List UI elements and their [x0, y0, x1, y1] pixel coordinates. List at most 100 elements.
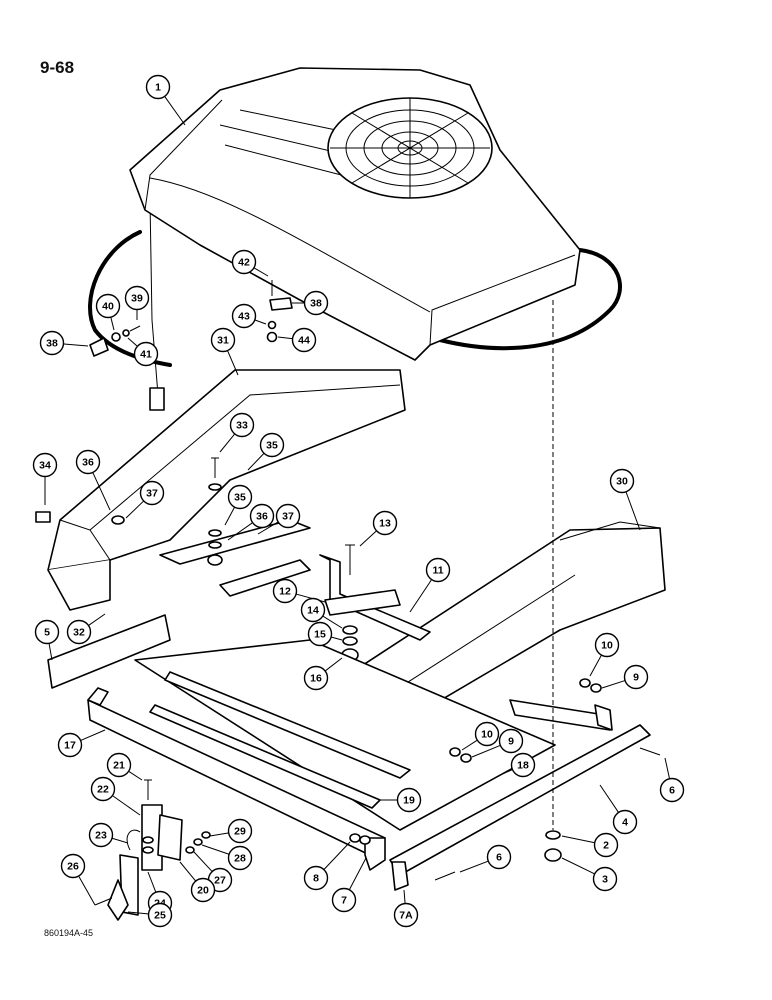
callout-label: 7 — [341, 895, 347, 907]
callout-label: 9 — [508, 736, 514, 748]
callout-label: 21 — [113, 760, 125, 772]
callout-7A: 7A — [393, 889, 419, 928]
leader-line — [112, 795, 141, 816]
nut-7 — [359, 835, 371, 845]
callout-circle — [95, 293, 121, 319]
callout-label: 12 — [279, 586, 291, 598]
callout-label: 4 — [622, 817, 628, 829]
callout-17: 17 — [57, 729, 106, 758]
nut-9b — [460, 753, 472, 763]
fan-guard — [327, 97, 493, 199]
callout-circle — [60, 853, 86, 879]
callout-label: 16 — [310, 673, 322, 685]
callout-label: 29 — [234, 826, 246, 838]
callout-21: 21 — [106, 752, 143, 781]
callout-circle — [145, 74, 171, 100]
leader-line — [459, 860, 488, 873]
leader-line — [164, 96, 186, 126]
washer-2 — [545, 830, 561, 840]
leader-line — [599, 784, 619, 813]
leader-line — [277, 336, 293, 340]
callout-19: 19 — [380, 787, 422, 813]
callout-3: 3 — [561, 857, 618, 892]
callout-circle — [272, 578, 298, 604]
callout-5: 5 — [34, 619, 60, 661]
callout-circle — [393, 902, 419, 928]
callout-37: 37 — [125, 480, 165, 519]
callout-label: 1 — [155, 82, 161, 94]
callout-circle — [88, 822, 114, 848]
leader-line — [80, 729, 106, 741]
nut-3 — [544, 848, 562, 862]
callout-25: 25 — [127, 902, 173, 928]
callout-label: 41 — [140, 349, 152, 361]
callout-13: 13 — [359, 510, 398, 547]
callout-2: 2 — [561, 832, 619, 858]
washer-43 — [267, 320, 277, 330]
leader-line — [664, 757, 670, 779]
callout-32: 32 — [66, 613, 106, 645]
callout-circle — [124, 285, 150, 311]
bolt-34 — [35, 511, 51, 523]
callout-20: 20 — [179, 861, 216, 903]
callout-28: 28 — [201, 844, 253, 871]
callout-circle — [147, 902, 173, 928]
leader-line — [193, 851, 213, 872]
callout-circle — [372, 510, 398, 536]
leader-line — [110, 317, 115, 331]
callout-label: 37 — [282, 511, 294, 523]
bracket-right — [594, 704, 613, 731]
callout-circle — [57, 732, 83, 758]
leader-line — [601, 680, 625, 689]
bolt-13 — [345, 544, 355, 575]
callout-circle — [592, 866, 618, 892]
leader-line — [247, 453, 265, 471]
callout-circle — [34, 619, 60, 645]
callout-11: 11 — [409, 557, 451, 613]
washer-35b — [208, 529, 222, 537]
callout-circle — [331, 887, 357, 913]
callout-label: 11 — [432, 565, 443, 577]
callout-circle — [303, 290, 329, 316]
callout-label: 43 — [238, 311, 250, 323]
callout-label: 6 — [496, 852, 502, 864]
callout-circle — [303, 865, 329, 891]
callout-label: 37 — [146, 488, 158, 500]
lockwasher-41 — [122, 329, 130, 337]
leader-line — [561, 857, 595, 875]
leader-line — [349, 857, 367, 890]
leader-line — [63, 343, 89, 347]
callout-14: 14 — [300, 597, 343, 629]
callout-circle — [291, 327, 317, 353]
callout-label: 27 — [214, 875, 226, 887]
callout-circle — [396, 787, 422, 813]
callout-circle — [231, 303, 257, 329]
leader-line — [227, 350, 239, 376]
leader-line — [561, 835, 595, 844]
callout-label: 34 — [39, 460, 51, 472]
washer-40 — [111, 332, 121, 342]
leader-line — [147, 871, 157, 892]
leader-line — [201, 844, 229, 855]
nut-44 — [266, 331, 278, 343]
shim-plate-lower — [219, 559, 311, 597]
callout-6: 6 — [659, 757, 685, 803]
leader-line — [127, 911, 149, 915]
callout-label: 30 — [616, 476, 628, 488]
callout-circle — [659, 777, 685, 803]
callout-label: 38 — [46, 338, 58, 350]
callout-circle — [210, 327, 236, 353]
callout-38: 38 — [39, 330, 89, 356]
page-number: 9-68 — [40, 58, 75, 77]
leader-line — [471, 745, 501, 758]
leader-line — [499, 769, 513, 776]
callout-circle — [259, 432, 285, 458]
screw-6 — [639, 747, 661, 756]
callout-label: 8 — [313, 873, 319, 885]
callout-9: 9 — [601, 664, 649, 690]
callout-37: 37 — [257, 503, 301, 535]
bolt-39 — [129, 325, 141, 332]
leader-line — [179, 861, 196, 882]
figure-code: 860194A-45 — [44, 928, 94, 938]
leader-line — [257, 521, 278, 535]
